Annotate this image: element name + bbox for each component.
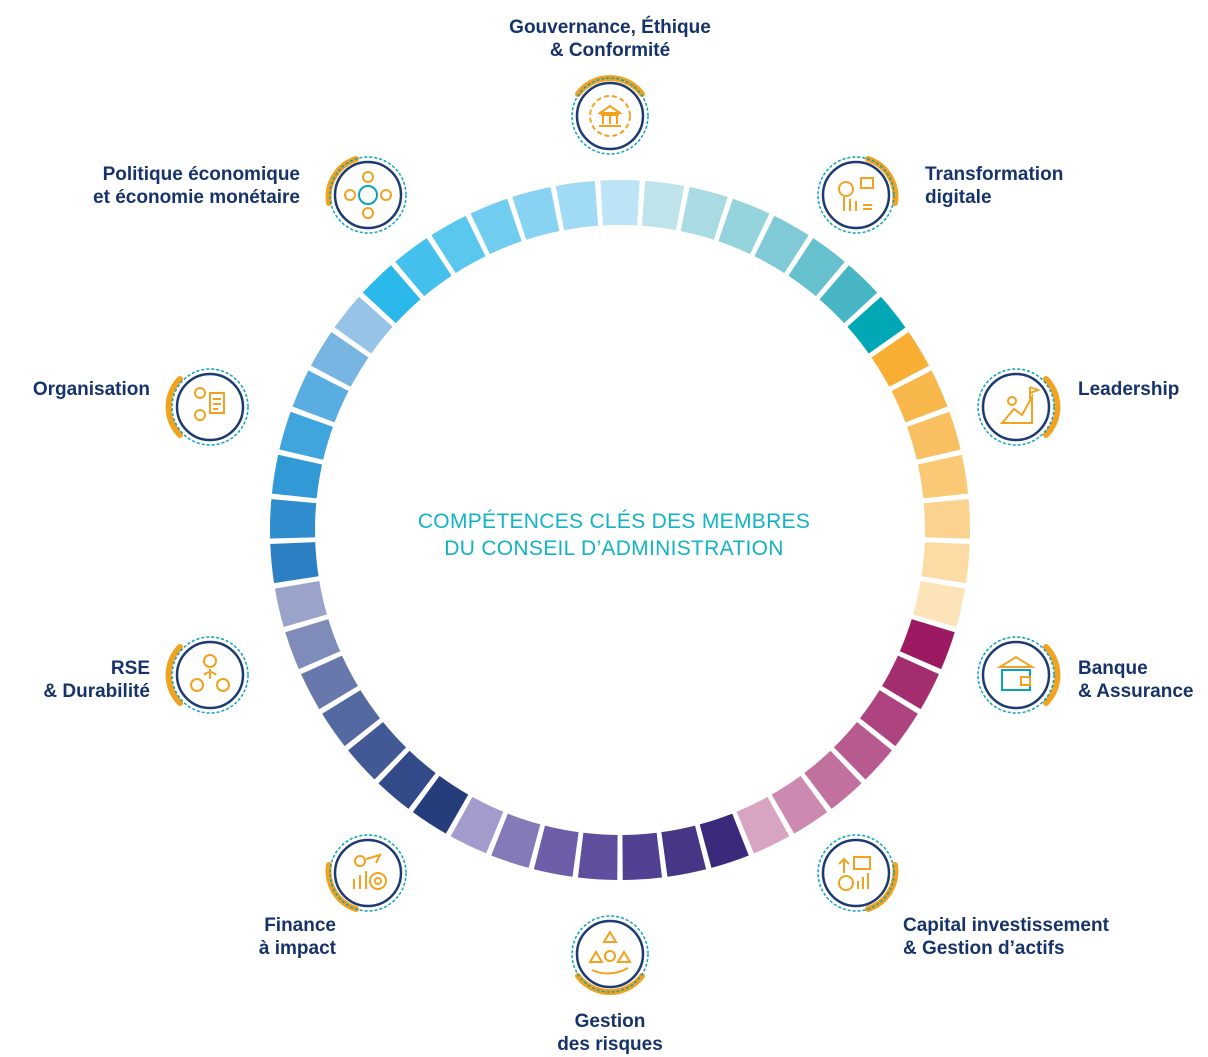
ring-segment: [736, 796, 790, 854]
ring-segment: [301, 655, 358, 710]
bank-umbrella-icon: [977, 636, 1061, 714]
ring-segment: [270, 499, 317, 539]
climber-flag-icon: [977, 368, 1061, 446]
ring-segment: [412, 775, 469, 834]
ring-segment: [899, 619, 955, 670]
ring-segment: [871, 332, 930, 387]
ring-segment: [600, 180, 640, 226]
ring-segment: [310, 332, 369, 387]
ring-segment: [907, 411, 961, 460]
label-finance-impact: Finance à impact: [258, 915, 336, 959]
investment-chart-icon: [817, 834, 899, 912]
ring-segment: [923, 499, 970, 539]
ring-segment: [882, 655, 939, 710]
ring-segment: [718, 198, 770, 255]
ring-segment: [285, 619, 341, 670]
center-title-line1: COMPÉTENCES CLÉS DES MEMBRES: [417, 510, 811, 533]
center-title: COMPÉTENCES CLÉS DES MEMBRES DU CONSEIL …: [354, 508, 874, 562]
globe-currency-icon: [325, 156, 407, 234]
label-leadership: Leadership: [1078, 379, 1180, 400]
label-gouvernance: Gouvernance, Éthique & Conformité: [509, 17, 711, 61]
ring-segment: [279, 411, 333, 460]
ring-segment: [661, 825, 707, 877]
ring-segment: [533, 825, 579, 877]
ring-segment: [680, 186, 728, 240]
center-title-line2: DU CONSEIL D’ADMINISTRATION: [444, 537, 784, 560]
ring-segment: [859, 690, 918, 747]
ring-segment: [641, 180, 685, 231]
organisation-people-icon: [165, 368, 249, 446]
label-rse-durabilite: RSE & Durabilité: [43, 658, 150, 702]
ring-segment: [833, 722, 892, 780]
ring-segment: [270, 542, 319, 584]
ring-segment: [378, 750, 436, 809]
ring-segment: [891, 370, 948, 423]
ring-segment: [348, 722, 407, 780]
ring-segment: [362, 265, 421, 324]
label-transformation-digitale: Transformation digitale: [925, 164, 1064, 208]
label-organisation: Organisation: [32, 379, 150, 400]
ring-segment: [334, 296, 393, 354]
ring-segment: [788, 238, 845, 297]
ring-segment: [921, 542, 970, 584]
ring-segment: [577, 832, 618, 880]
ring-segment: [322, 690, 381, 747]
ring-segment: [804, 750, 862, 809]
label-capital-investissement: Capital investissement & Gestion d’actif…: [903, 915, 1109, 959]
ring-segment: [274, 581, 327, 627]
ring-segment: [917, 454, 969, 499]
digital-hand-icon: [817, 156, 899, 234]
impact-target-icon: [325, 834, 407, 912]
label-politique-economique: Politique économique et économie monétai…: [93, 164, 300, 208]
ring-segment: [847, 296, 906, 354]
label-banque-assurance: Banque & Assurance: [1078, 658, 1194, 702]
ring-segment: [292, 370, 349, 423]
ring-segment: [555, 180, 599, 231]
ring-segment: [491, 813, 541, 868]
ring-segment: [271, 454, 323, 499]
ring-segment: [431, 215, 486, 274]
ring-segment: [450, 796, 504, 854]
label-gestion-risques: Gestion des risques: [557, 1011, 663, 1055]
ring-segment: [771, 775, 828, 834]
risk-hand-icon: [571, 915, 649, 995]
sustainability-people-icon: [165, 636, 249, 714]
ring-segment: [512, 186, 560, 240]
ring-segment: [395, 238, 452, 297]
bank-gear-icon: [571, 75, 649, 155]
ring-segment: [622, 832, 663, 880]
ring-segment: [819, 265, 878, 324]
ring-segment: [913, 581, 966, 627]
ring-segment: [754, 215, 809, 274]
ring-segment: [699, 813, 749, 868]
ring-segment: [470, 198, 522, 255]
